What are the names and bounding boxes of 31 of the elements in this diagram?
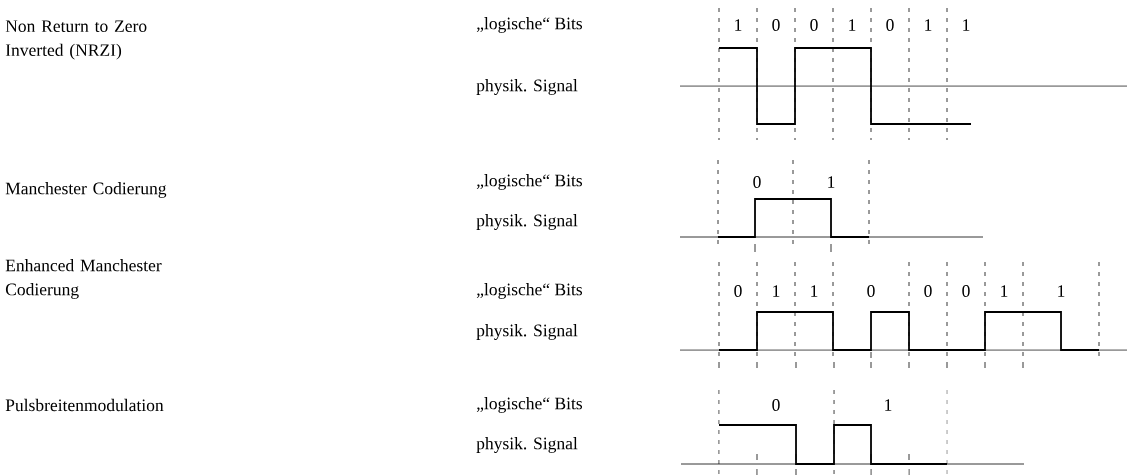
bit-value: 1: [963, 19, 970, 31]
bit-value: 1: [885, 399, 892, 411]
row-label: physik. Signal: [476, 79, 578, 95]
bit-value: 1: [1001, 285, 1008, 297]
bit-value: 1: [925, 19, 932, 31]
bit-value: 1: [735, 19, 742, 31]
bit-value: 0: [772, 399, 780, 411]
bit-value: 0: [753, 176, 761, 188]
row-label: „logische“ Bits: [476, 17, 583, 33]
row-label: „logische“ Bits: [476, 283, 583, 299]
bit-value: 0: [772, 19, 780, 31]
row-label: physik. Signal: [476, 214, 578, 230]
bit-value: 0: [734, 285, 742, 297]
bit-value: 1: [1058, 285, 1065, 297]
encoding-name: Enhanced Manchester Codierung: [5, 259, 162, 299]
row-label: „logische“ Bits: [476, 174, 583, 190]
bit-value: 1: [828, 176, 835, 188]
encoding-name: Manchester Codierung: [5, 182, 167, 198]
bit-value: 0: [924, 285, 932, 297]
bit-value: 0: [962, 285, 970, 297]
bit-value: 1: [849, 19, 856, 31]
encoding-name: Pulsbreitenmodulation: [5, 398, 164, 412]
row-label: „logische“ Bits: [476, 397, 583, 413]
bit-value: 1: [773, 285, 780, 297]
encoding-name: Non Return to Zero Inverted (NRZI): [5, 20, 147, 60]
row-label: physik. Signal: [476, 324, 578, 340]
bit-value: 0: [810, 19, 818, 31]
bit-value: 0: [886, 19, 894, 31]
bit-value: 0: [867, 285, 875, 297]
row-label: physik. Signal: [476, 437, 578, 453]
bit-value: 1: [811, 285, 818, 297]
